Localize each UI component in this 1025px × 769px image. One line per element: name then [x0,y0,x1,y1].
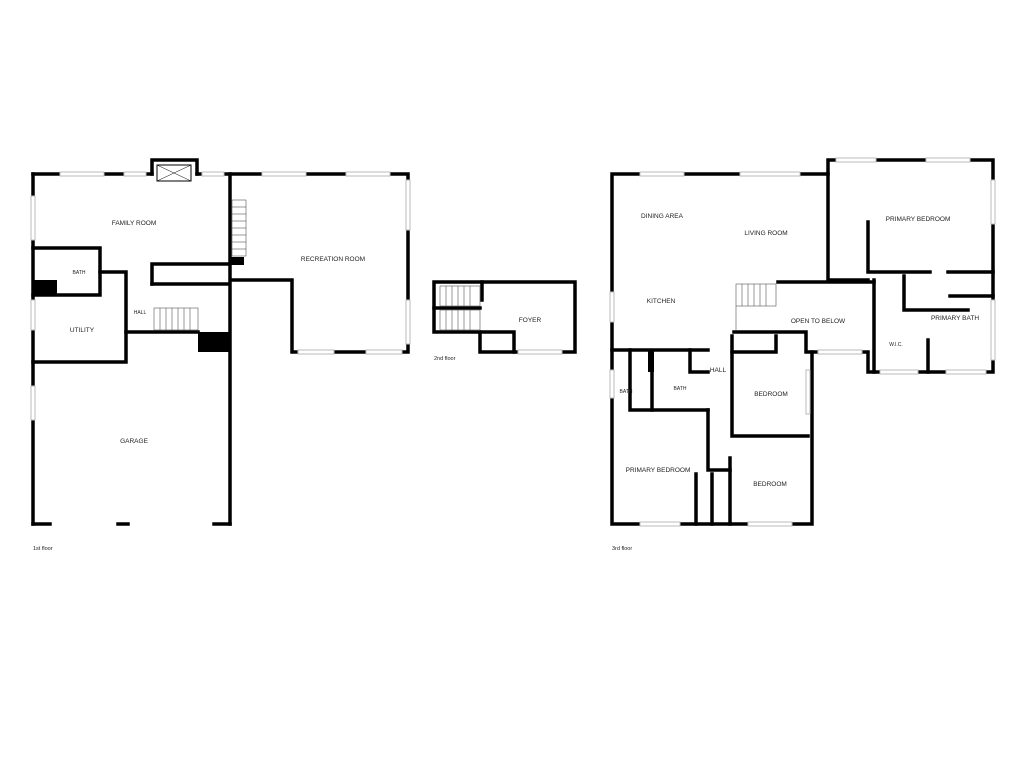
window [297,349,335,355]
window [609,291,615,323]
window [30,299,36,331]
wall [826,172,870,282]
floor-label: 2nd floor [434,356,456,362]
wall-block [648,350,654,372]
room-label: UTILITY [70,327,95,334]
window [405,299,411,345]
floor-label: 3rd floor [612,546,632,552]
window [405,179,411,231]
room-label: GARAGE [120,438,148,445]
wall [610,158,995,526]
window [30,385,36,421]
wall [866,220,932,274]
wall [432,280,577,354]
stairs [439,285,481,331]
window [639,171,685,177]
window [739,171,801,177]
room-label: FAMILY ROOM [112,220,157,227]
wall [150,262,230,286]
third-floor-plan: DINING AREA LIVING ROOM PRIMARY BEDROOM … [609,157,996,552]
first-floor-plan: FAMILY ROOM BATH UTILITY HALL GARAGE REC… [30,158,411,552]
room-label: OPEN TO BELOW [791,318,846,325]
room-label: BATH [620,389,633,395]
floor-label: 1st floor [33,546,53,552]
window [879,369,919,375]
room-label: PRIMARY BEDROOM [626,467,691,474]
wall [902,274,970,312]
wall [628,348,710,412]
room-label: HALL [134,310,147,316]
wall-block [230,257,244,265]
room-label: BATH [73,270,86,276]
wall [730,334,778,354]
wall [730,350,810,438]
fireplace-wall [150,158,199,176]
stairs [153,199,247,331]
second-floor-plan: FOYER 2nd floor [432,280,577,362]
window [345,171,391,177]
room-label: BEDROOM [754,391,788,398]
room-label: LIVING ROOM [744,230,787,237]
room-label: BATH [674,386,687,392]
wall-block [33,280,57,296]
window [747,521,793,527]
window [639,521,681,527]
window [609,369,615,399]
wall [31,270,128,364]
window [261,171,307,177]
room-label: HALL [710,367,727,374]
wall [706,408,732,472]
wall [688,348,710,374]
fireplace-hatch [156,164,192,182]
window [805,369,811,415]
room-label: BEDROOM [753,481,787,488]
stairs [735,283,777,330]
window [945,369,987,375]
window [59,171,105,177]
window [30,195,36,241]
room-label: PRIMARY BATH [931,315,979,322]
window [817,349,863,355]
wall [480,330,516,354]
room-label: RECREATION ROOM [301,256,365,263]
window [517,349,563,355]
wall [732,330,814,354]
room-label: FOYER [519,317,542,324]
wall-block [198,332,230,352]
window [123,171,147,177]
room-label: PRIMARY BEDROOM [886,216,951,223]
window [990,299,996,361]
window [925,157,971,163]
window [201,171,225,177]
room-label: W.I.C. [889,342,903,348]
window [365,349,403,355]
room-label: KITCHEN [647,298,676,305]
window [990,179,996,225]
room-label: DINING AREA [641,213,684,220]
window [835,157,877,163]
